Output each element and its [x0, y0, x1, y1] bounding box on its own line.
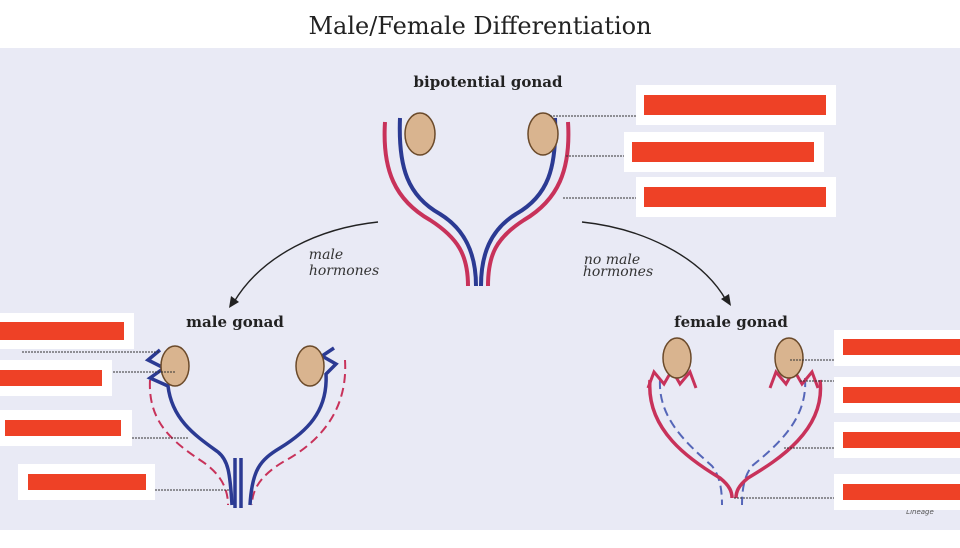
male-structure: [144, 345, 347, 508]
arrow-head-male: [229, 296, 239, 308]
arrow-to-male: [233, 221, 379, 303]
testis-right: [295, 345, 325, 387]
label-blank-6-bar: [5, 420, 121, 436]
leader-lines-top: [550, 115, 636, 199]
label-blank-4-bar: [0, 322, 124, 340]
mullerian-duct-left: [382, 121, 470, 287]
label-blank-3-bar: [644, 187, 826, 207]
mullerian-duct-right: [486, 121, 571, 287]
wolffian-duct-right: [479, 117, 558, 287]
bipotential-structure: [382, 112, 571, 287]
label-blank-2-bar: [632, 142, 814, 162]
label-blank-1-bar: [644, 95, 826, 115]
male-gonad-label: male gonad: [186, 313, 284, 331]
label-blank-7-bar: [28, 474, 146, 490]
female-gonad-label: female gonad: [674, 313, 788, 331]
diagram-panel: [0, 48, 960, 530]
label-blank-11-bar: [843, 484, 960, 500]
mullerian-duct-female-right: [734, 379, 823, 499]
ovary-left: [662, 337, 692, 379]
label-blank-10-bar: [843, 432, 960, 448]
label-blank-8-bar: [843, 339, 960, 355]
ovary-right: [774, 337, 804, 379]
mullerian-remnant-right: [251, 359, 347, 506]
credit-text: Lineage: [906, 508, 934, 516]
arrow-head-female: [721, 294, 731, 306]
mullerian-remnant-left: [148, 379, 229, 506]
leader-lines-male: [22, 351, 230, 491]
bipotential-gonad-label: bipotential gonad: [414, 73, 563, 91]
female-structure: [646, 337, 823, 506]
wolffian-duct-male-left: [144, 348, 234, 506]
wolffian-remnant-left: [658, 379, 723, 506]
no-male-hormones-label-line2: hormones: [583, 264, 653, 280]
mullerian-duct-female-left: [648, 379, 734, 499]
testis-left: [160, 345, 190, 387]
wolffian-duct-male-right: [248, 346, 339, 506]
wolffian-duct-left: [397, 117, 478, 287]
label-blank-9-bar: [843, 387, 960, 403]
male-hormones-label-line1: male: [309, 247, 343, 263]
male-hormones-label-line2: hormones: [309, 263, 379, 279]
no-male-hormones-label-line1: no male: [584, 252, 640, 268]
label-blank-5-bar: [0, 370, 102, 386]
page-title: Male/Female Differentiation: [308, 12, 652, 40]
arrow-to-female: [581, 221, 727, 301]
wolffian-remnant-right: [741, 377, 807, 506]
gonad-right: [527, 112, 559, 156]
leader-lines-female: [734, 359, 836, 499]
gonad-left: [404, 112, 436, 156]
